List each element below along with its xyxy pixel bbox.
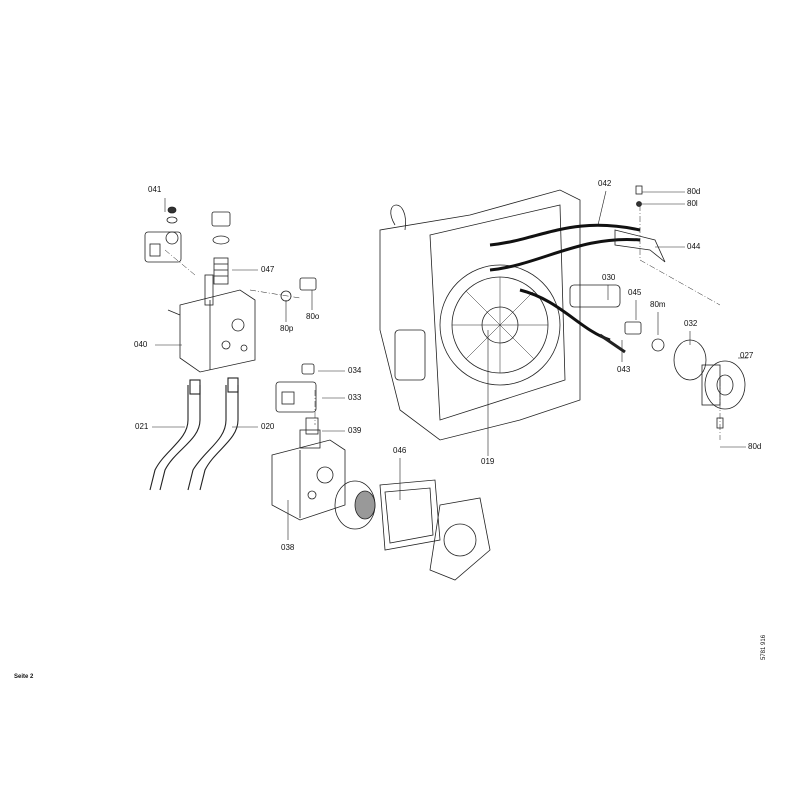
part-047-filter xyxy=(211,211,231,285)
part-label-019: 019 xyxy=(481,457,495,466)
part-label-042: 042 xyxy=(598,179,612,188)
part-label-045: 045 xyxy=(628,288,642,297)
part-label-039: 039 xyxy=(348,426,362,435)
assembly-axis-lines xyxy=(164,205,721,440)
part-label-047: 047 xyxy=(261,265,275,274)
part-label-033: 033 xyxy=(348,393,362,402)
part-027-mixing-head xyxy=(701,360,746,410)
leader-lines xyxy=(152,190,748,540)
part-label-80d-lower: 80d xyxy=(748,442,762,451)
part-label-038: 038 xyxy=(281,543,295,552)
document-number: 5781 916 xyxy=(761,634,767,660)
part-80m-oring xyxy=(651,338,665,352)
part-80d-screws xyxy=(635,185,724,429)
part-041-coil xyxy=(144,206,182,263)
part-label-020: 020 xyxy=(261,422,275,431)
part-045-nozzle xyxy=(624,321,642,335)
part-label-80p: 80p xyxy=(280,324,294,333)
part-label-040: 040 xyxy=(134,340,148,349)
part-label-80l: 80l xyxy=(687,199,698,208)
part-label-043: 043 xyxy=(617,365,631,374)
part-label-030: 030 xyxy=(602,273,616,282)
part-038-pump xyxy=(271,429,346,521)
page-label: Seite 2 xyxy=(14,674,34,680)
part-label-034: 034 xyxy=(348,366,362,375)
part-label-021: 021 xyxy=(135,422,149,431)
part-label-027: 027 xyxy=(740,351,754,360)
part-label-044: 044 xyxy=(687,242,701,251)
part-80p-80o-fittings xyxy=(280,277,317,302)
part-046-coupling-cover xyxy=(334,479,491,581)
part-label-80d: 80d xyxy=(687,187,701,196)
part-019-burner-housing xyxy=(379,189,581,441)
part-021-020-hoses xyxy=(149,377,239,491)
part-043-probe xyxy=(599,333,626,354)
part-032-oring xyxy=(673,339,707,381)
part-label-80o: 80o xyxy=(306,312,320,321)
part-044-bracket xyxy=(614,229,666,263)
part-label-046: 046 xyxy=(393,446,407,455)
part-label-041: 041 xyxy=(148,185,162,194)
part-042-ignition-cables xyxy=(489,223,641,342)
part-label-80m: 80m xyxy=(650,300,666,309)
part-033-034-039-valve xyxy=(275,363,319,435)
part-040-pump xyxy=(167,274,256,373)
part-label-032: 032 xyxy=(684,319,698,328)
part-030-electrode xyxy=(569,284,621,308)
